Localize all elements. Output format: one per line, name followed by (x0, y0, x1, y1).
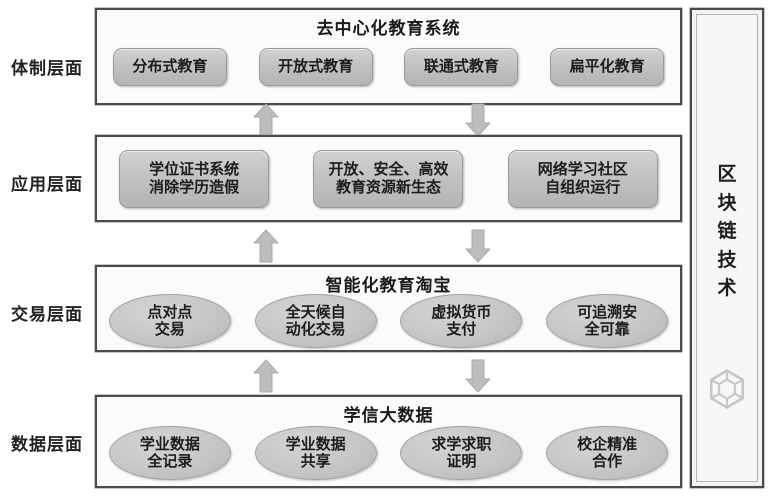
arrow-down-system-to-app (465, 103, 491, 137)
node-flat-education[interactable]: 扁平化教育 (550, 48, 665, 86)
layer-label-application: 应用层面 (11, 175, 83, 195)
node-line: 虚拟货币 (431, 302, 492, 321)
blockchain-char: 技 (717, 248, 737, 271)
node-line: 分布式教育 (132, 57, 208, 76)
node-row-application: 学位证书系统 消除学历造假 开放、安全、高效 教育资源新生态 网络学习社区 自组… (97, 150, 680, 208)
node-line: 扁平化教育 (569, 57, 645, 76)
node-line: 动化交易 (285, 320, 346, 338)
node-line: 全天候自 (285, 302, 346, 321)
node-study-job-certification[interactable]: 求学求职 证明 (400, 426, 523, 480)
blockchain-char: 链 (717, 220, 737, 242)
arrow-up-app-to-system (253, 103, 279, 137)
node-line: 网络学习社区 (537, 160, 628, 179)
node-distributed-education[interactable]: 分布式教育 (112, 48, 227, 86)
node-open-safe-efficient-resources[interactable]: 开放、安全、高效 教育资源新生态 (313, 150, 464, 208)
node-line: 交易 (154, 320, 185, 338)
node-virtual-currency-payment[interactable]: 虚拟货币 支付 (400, 294, 523, 348)
layer-box-system[interactable]: 去中心化教育系统 分布式教育 开放式教育 联通式教育 扁平化教育 (95, 8, 682, 105)
layer-title-transaction: 智能化教育淘宝 (325, 276, 452, 296)
node-row-data: 学业数据 全记录 学业数据 共享 求学求职 证明 校企精准 合作 (97, 426, 680, 480)
node-line: 证明 (446, 452, 477, 470)
node-line: 可追溯安 (577, 302, 638, 321)
blockchain-technology-label: 区 块 链 技 术 (692, 160, 762, 303)
node-degree-certificate-system[interactable]: 学位证书系统 消除学历造假 (119, 150, 270, 208)
arrow-down-transaction-to-data (465, 359, 491, 393)
node-line: 合作 (592, 452, 623, 470)
node-online-learning-community[interactable]: 网络学习社区 自组织运行 (507, 150, 658, 208)
layer-box-transaction[interactable]: 智能化教育淘宝 点对点 交易 全天候自 动化交易 虚拟货币 支付 可追溯安 全可… (95, 265, 682, 352)
node-peer-to-peer-transaction[interactable]: 点对点 交易 (108, 294, 231, 348)
blockchain-column-inner-border (696, 14, 758, 482)
layer-box-application[interactable]: 学位证书系统 消除学历造假 开放、安全、高效 教育资源新生态 网络学习社区 自组… (95, 135, 682, 222)
layer-title-data: 学信大数据 (343, 406, 434, 426)
node-line: 学位证书系统 (149, 160, 240, 179)
arrow-up-data-to-transaction (253, 359, 279, 393)
node-line: 开放、安全、高效 (328, 160, 449, 179)
node-line: 全可靠 (584, 320, 630, 338)
node-row-transaction: 点对点 交易 全天候自 动化交易 虚拟货币 支付 可追溯安 全可靠 (97, 294, 680, 348)
layer-label-transaction: 交易层面 (11, 305, 83, 325)
node-line: 支付 (446, 320, 477, 338)
node-line: 自组织运行 (545, 178, 621, 196)
node-line: 求学求职 (431, 434, 492, 453)
node-line: 联通式教育 (423, 57, 499, 76)
node-line: 点对点 (147, 302, 193, 321)
node-connected-education[interactable]: 联通式教育 (404, 48, 519, 86)
layer-box-data[interactable]: 学信大数据 学业数据 全记录 学业数据 共享 求学求职 证明 校企精准 合作 (95, 395, 682, 488)
node-line: 开放式教育 (278, 57, 354, 76)
layer-title-system: 去中心化教育系统 (316, 19, 461, 39)
arrow-down-app-to-transaction (465, 229, 491, 263)
blockchain-char: 块 (717, 191, 737, 214)
blockchain-char: 术 (717, 277, 737, 299)
blockchain-technology-column[interactable]: 区 块 链 技 术 (690, 8, 764, 488)
arrow-up-transaction-to-app (253, 229, 279, 263)
layer-label-system: 体制层面 (11, 59, 83, 79)
node-line: 教育资源新生态 (335, 178, 441, 196)
node-line: 共享 (300, 452, 331, 470)
node-line: 全记录 (147, 452, 193, 470)
node-all-weather-automated-transaction[interactable]: 全天候自 动化交易 (254, 294, 377, 348)
blockchain-char: 区 (717, 163, 737, 185)
node-line: 学业数据 (285, 434, 346, 453)
node-full-academic-record[interactable]: 学业数据 全记录 (108, 426, 231, 480)
node-line: 消除学历造假 (149, 178, 240, 196)
node-academic-data-sharing[interactable]: 学业数据 共享 (254, 426, 377, 480)
node-school-enterprise-cooperation[interactable]: 校企精准 合作 (546, 426, 669, 480)
node-row-system: 分布式教育 开放式教育 联通式教育 扁平化教育 (97, 48, 680, 86)
node-open-education[interactable]: 开放式教育 (258, 48, 373, 86)
layer-label-data: 数据层面 (11, 435, 83, 455)
node-line: 学业数据 (139, 434, 200, 453)
node-line: 校企精准 (577, 434, 638, 453)
hexagon-blockchain-icon (706, 368, 748, 410)
node-traceable-secure-reliable[interactable]: 可追溯安 全可靠 (546, 294, 669, 348)
